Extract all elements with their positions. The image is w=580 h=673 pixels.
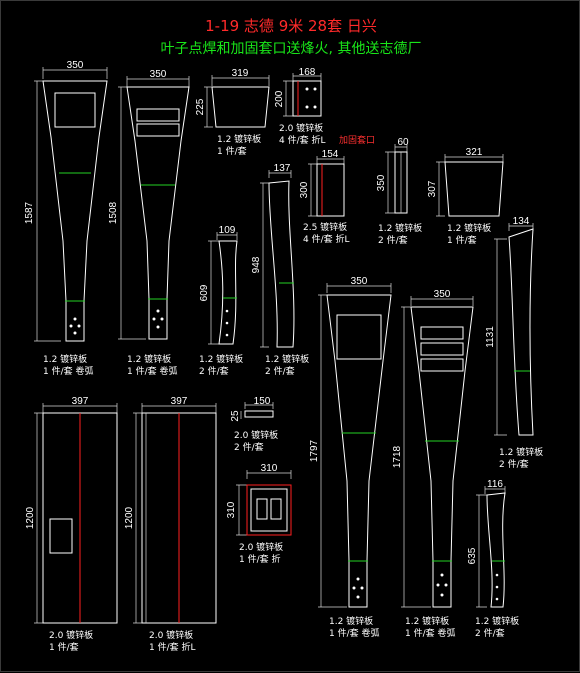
part-17-material: 1.2 镀锌板 <box>475 615 519 627</box>
part-5-width-dim: 154 <box>322 149 339 160</box>
part-16-square-flange: 310 310 2.0 镀锌板 1 件/套 折 <box>226 463 292 565</box>
part-3-material: 1.2 镀锌板 <box>217 133 261 145</box>
part-14-width-dim: 397 <box>171 396 188 407</box>
part-5-material: 2.5 镀锌板 <box>303 221 347 233</box>
part-9-material: 1.2 镀锌板 <box>265 353 309 365</box>
part-17-curved-strip: 116 635 1.2 镀锌板 2 件/套 <box>467 479 519 639</box>
part-15-small-strip: 150 25 2.0 镀锌板 2 件/套 <box>230 396 278 453</box>
part-13-width-dim: 397 <box>72 396 89 407</box>
part-4-note: 加固套口 <box>339 134 375 146</box>
part-7-quantity: 1 件/套 <box>447 234 477 246</box>
part-7-width-dim: 321 <box>466 147 483 158</box>
part-1-material: 1.2 镀锌板 <box>43 353 87 365</box>
part-13-material: 2.0 镀锌板 <box>49 629 93 641</box>
part-9-curved-strip: 137 948 1.2 镀锌板 2 件/套 <box>251 163 309 377</box>
part-13-door-panel: 397 1200 2.0 镀锌板 1 件/套 <box>25 396 118 653</box>
part-7-material: 1.2 镀锌板 <box>447 222 491 234</box>
part-12-quantity: 1 件/套 卷弧 <box>405 627 455 639</box>
drawing-title: 1-19 志德 9米 28套 日兴 <box>205 17 377 35</box>
part-14-quantity: 1 件/套 折L <box>149 641 196 653</box>
part-3-top-box: 319 225 1.2 镀锌板 1 件/套 <box>195 68 270 157</box>
part-4-height-dim: 200 <box>274 90 285 107</box>
part-11-height-dim: 1797 <box>309 439 320 462</box>
part-2-width-dim: 350 <box>150 69 167 80</box>
part-16-height-dim: 310 <box>226 501 237 518</box>
part-6-width-dim: 60 <box>397 137 409 148</box>
part-10-height-dim: 1131 <box>485 326 496 348</box>
part-11-quantity: 1 件/套 卷弧 <box>329 627 379 639</box>
part-8-width-dim: 109 <box>219 225 236 236</box>
part-1-width-dim: 350 <box>67 60 84 71</box>
part-13-height-dim: 1200 <box>25 506 36 529</box>
part-2-leaf-panel: 350 1508 1.2 镀锌板 1 件/套 卷弧 <box>108 69 190 377</box>
part-9-height-dim: 948 <box>251 256 262 273</box>
part-17-width-dim: 116 <box>487 479 503 490</box>
part-8-material: 1.2 镀锌板 <box>199 353 243 365</box>
part-6-strip: 60 350 1.2 镀锌板 2 件/套 <box>376 137 422 246</box>
part-16-material: 2.0 镀锌板 <box>239 541 283 553</box>
part-4-quantity: 4 件/套 折L <box>279 134 326 146</box>
part-15-width-dim: 150 <box>254 396 271 407</box>
part-11-leaf-panel: 350 1797 1.2 镀锌板 1 件/套 卷弧 <box>309 276 392 639</box>
part-2-material: 1.2 镀锌板 <box>127 353 171 365</box>
part-6-height-dim: 350 <box>376 174 387 191</box>
part-15-quantity: 2 件/套 <box>234 441 264 453</box>
part-3-quantity: 1 件/套 <box>217 145 247 157</box>
part-12-height-dim: 1718 <box>392 445 403 468</box>
part-12-material: 1.2 镀锌板 <box>405 615 449 627</box>
part-12-leaf-panel: 350 1718 1.2 镀锌板 1 件/套 卷弧 <box>392 289 474 639</box>
part-14-material: 2.0 镀锌板 <box>149 629 193 641</box>
part-2-quantity: 1 件/套 卷弧 <box>127 365 177 377</box>
part-11-width-dim: 350 <box>351 276 368 287</box>
part-8-curved-strip: 109 609 1.2 镀锌板 2 件/套 <box>199 225 243 377</box>
part-2-height-dim: 1508 <box>108 201 119 224</box>
part-7-height-dim: 307 <box>427 180 438 197</box>
drawing-subtitle: 叶子点焊和加固套口送烽火, 其他送志德厂 <box>161 41 422 57</box>
part-6-quantity: 2 件/套 <box>378 234 408 246</box>
part-10-width-dim: 134 <box>513 216 530 227</box>
part-8-quantity: 2 件/套 <box>199 365 229 377</box>
part-1-quantity: 1 件/套 卷弧 <box>43 365 93 377</box>
part-15-material: 2.0 镀锌板 <box>234 429 278 441</box>
part-3-width-dim: 319 <box>232 68 249 79</box>
part-8-height-dim: 609 <box>199 284 210 301</box>
part-4-width-dim: 168 <box>299 67 316 78</box>
part-16-quantity: 1 件/套 折 <box>239 553 280 565</box>
part-7-box: 321 307 1.2 镀锌板 1 件/套 <box>427 147 504 246</box>
part-1-height-dim: 1587 <box>24 201 35 224</box>
part-5-height-dim: 300 <box>299 181 310 198</box>
part-15-height-dim: 25 <box>230 410 241 422</box>
part-5-quantity: 4 件/套 折L <box>303 233 350 245</box>
part-10-material: 1.2 镀锌板 <box>499 446 543 458</box>
part-4-reinforcement-bracket: 168 200 2.0 镀锌板 4 件/套 折L 加固套口 <box>274 67 375 146</box>
part-4-material: 2.0 镀锌板 <box>279 122 323 134</box>
part-17-quantity: 2 件/套 <box>475 627 505 639</box>
part-14-door-panel: 397 1200 2.0 镀锌板 1 件/套 折L <box>124 396 217 653</box>
part-10-curved-strip: 134 1131 1.2 镀锌板 2 件/套 <box>485 216 543 470</box>
part-3-height-dim: 225 <box>195 98 206 115</box>
part-1-leaf-panel: 350 1587 1.2 镀锌板 1 件/套 卷弧 <box>24 60 108 377</box>
part-16-width-dim: 310 <box>261 463 278 474</box>
part-5-plate: 154 300 2.5 镀锌板 4 件/套 折L <box>299 149 350 245</box>
part-11-material: 1.2 镀锌板 <box>329 615 373 627</box>
part-13-quantity: 1 件/套 <box>49 641 79 653</box>
part-6-material: 1.2 镀锌板 <box>378 222 422 234</box>
part-14-height-dim: 1200 <box>124 506 135 529</box>
part-17-height-dim: 635 <box>467 547 478 564</box>
part-9-quantity: 2 件/套 <box>265 365 295 377</box>
part-9-width-dim: 137 <box>274 163 291 174</box>
part-12-width-dim: 350 <box>434 289 451 300</box>
part-10-quantity: 2 件/套 <box>499 458 529 470</box>
